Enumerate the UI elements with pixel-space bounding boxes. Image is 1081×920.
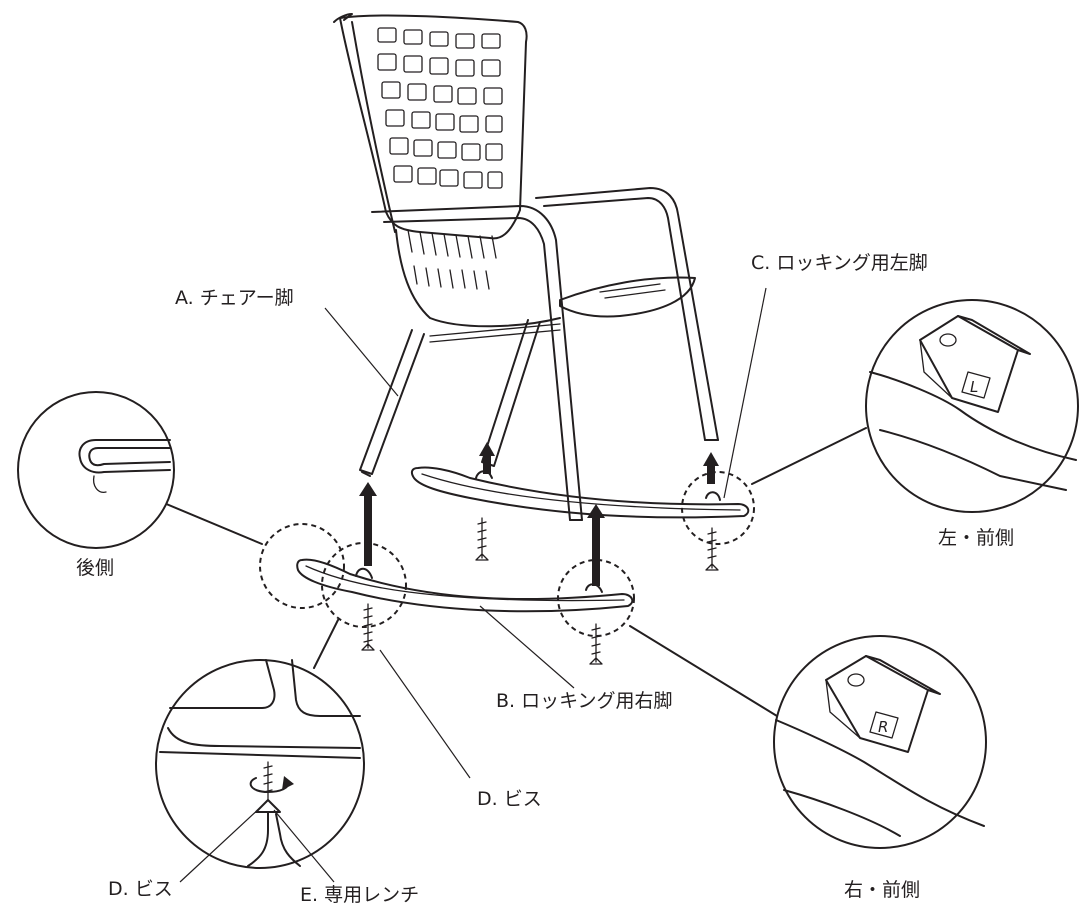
right-rocker xyxy=(296,558,634,613)
label-screw-main: D. ビス xyxy=(477,788,542,810)
up-arrow-icon xyxy=(364,496,372,566)
rear-detail xyxy=(17,391,175,549)
left-front-detail: L xyxy=(865,299,1079,513)
left-tag: L xyxy=(970,378,978,396)
label-left-front: 左・前側 xyxy=(938,527,1015,549)
right-tag: R xyxy=(878,718,888,736)
label-chair-legs: A. チェアー脚 xyxy=(175,287,294,309)
label-right-front: 右・前側 xyxy=(844,879,921,901)
label-screw-detail: D. ビス xyxy=(108,878,173,900)
leader-lines xyxy=(151,287,867,779)
assembly-arrows xyxy=(359,442,719,586)
left-front-focus-circle xyxy=(681,471,755,545)
up-arrow-icon xyxy=(483,456,491,474)
screws xyxy=(361,517,719,665)
rear-focus-circle xyxy=(259,523,345,609)
label-right-rocker: B. ロッキング用右脚 xyxy=(496,690,673,712)
screw-wrench-detail xyxy=(155,659,365,869)
chair xyxy=(333,13,719,521)
up-arrow-icon xyxy=(707,466,715,484)
right-front-detail: R xyxy=(773,635,987,849)
label-rear-side: 後側 xyxy=(76,557,115,579)
label-left-rocker: C. ロッキング用左脚 xyxy=(751,252,928,274)
detail-leaders xyxy=(179,805,335,883)
screw-focus-circle xyxy=(321,542,407,628)
label-wrench: E. 専用レンチ xyxy=(300,884,420,906)
up-arrow-icon xyxy=(592,518,600,586)
right-front-focus-circle xyxy=(557,559,635,637)
